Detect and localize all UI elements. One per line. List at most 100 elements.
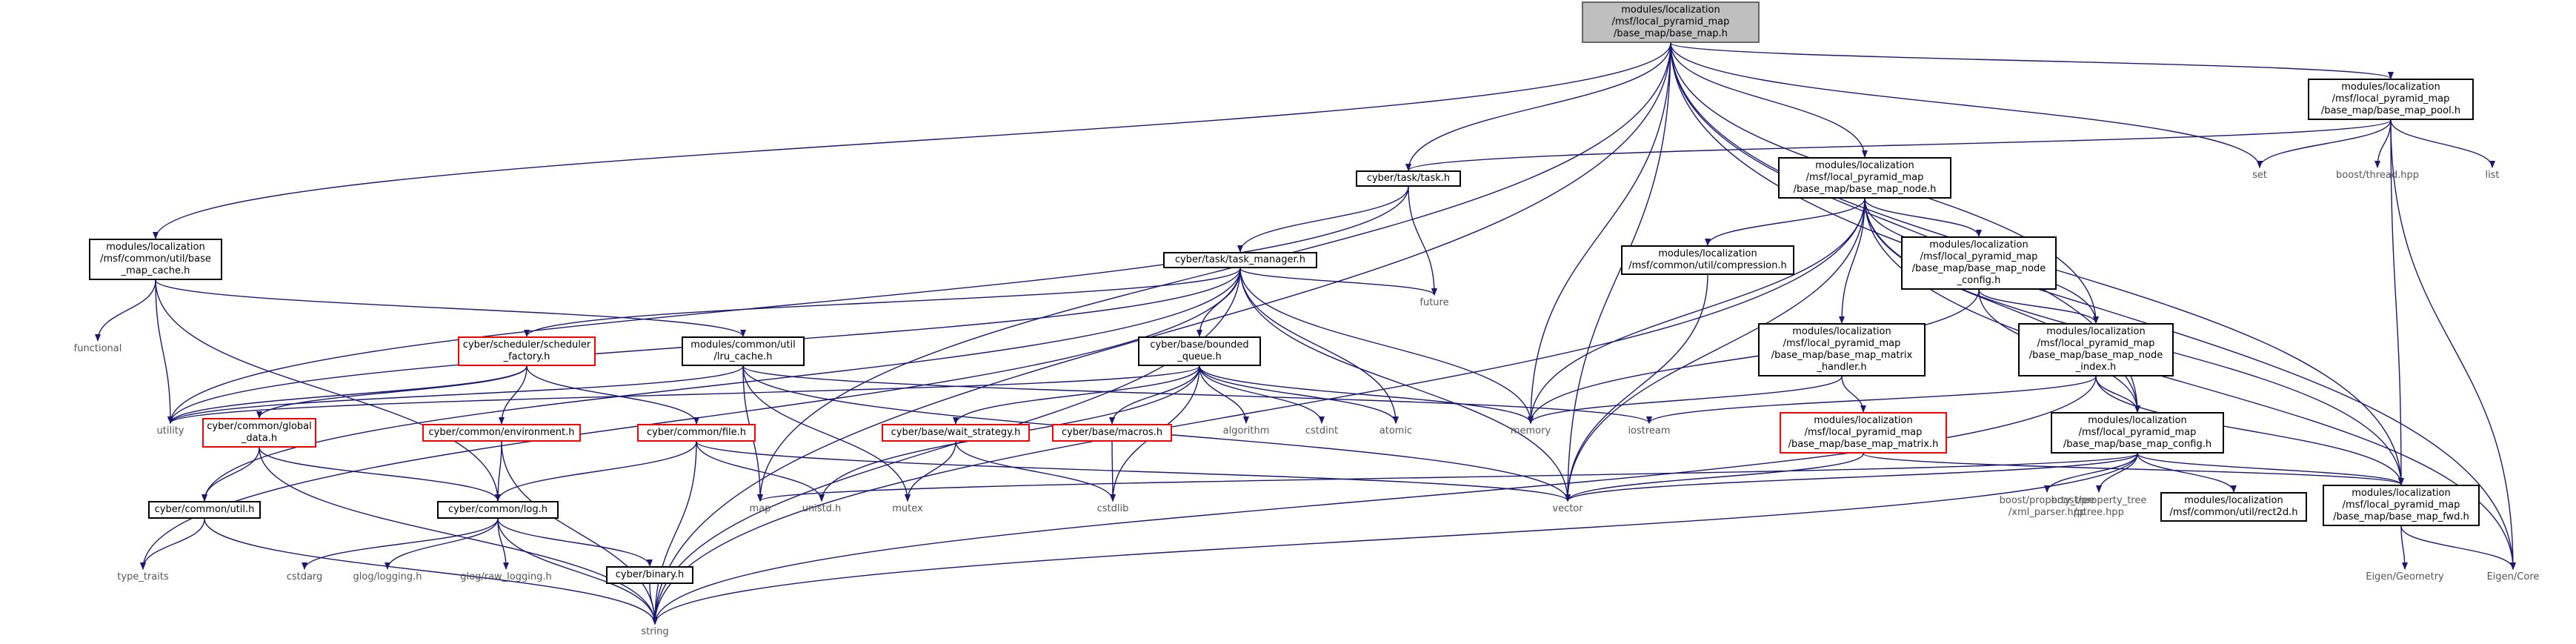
node-base-map-node-config-h[interactable]: modules/localization /msf/local_pyramid_…: [1901, 236, 2057, 290]
node-binary-h[interactable]: cyber/binary.h: [606, 566, 693, 584]
edge-bounded-to-algorithm: [1199, 365, 1249, 424]
node-label: cyber/common/log.h: [447, 504, 548, 515]
node-label: list: [2485, 170, 2500, 181]
node-label: modules/localization /msf/common/util/ba…: [100, 242, 211, 276]
edge-map_config-to-vector: [1565, 453, 2138, 502]
node-label: modules/localization /msf/local_pyramid_…: [1911, 239, 2046, 286]
node-macros-h[interactable]: cyber/base/macros.h: [1052, 424, 1172, 442]
edge-matrix-to-fwd: [1863, 453, 2404, 485]
node-base-map-fwd-h[interactable]: modules/localization /msf/local_pyramid_…: [2323, 485, 2480, 526]
node-map: map: [744, 501, 776, 517]
node-base-map-h[interactable]: modules/localization /msf/local_pyramid_…: [1582, 1, 1760, 43]
node-task-h[interactable]: cyber/task/task.h: [1356, 170, 1461, 187]
node-compression-h[interactable]: modules/localization /msf/common/util/co…: [1621, 245, 1794, 275]
node-base-map-matrix-h[interactable]: modules/localization /msf/local_pyramid_…: [1780, 412, 1947, 454]
edge-log-to-cstdarg: [302, 518, 499, 570]
edge-node_config-to-node_index: [1978, 289, 2099, 324]
node-label: vector: [1552, 503, 1583, 514]
edge-scheduler-to-global_data: [256, 365, 527, 419]
node-iostream: iostream: [1621, 423, 1677, 439]
edge-environment-to-string: [501, 441, 658, 625]
edge-pool-to-eigen_core: [2390, 119, 2516, 570]
node-glog-raw-logging: glog/raw_logging.h: [452, 569, 560, 585]
edge-scheduler-to-file: [526, 365, 699, 425]
node-mutex: mutex: [886, 501, 929, 517]
edge-root-to-eigen_core: [1670, 42, 2516, 570]
edge-map_config-to-map: [757, 453, 2138, 502]
node-label: modules/localization /msf/local_pyramid_…: [2063, 415, 2212, 450]
edge-node_index-to-iostream: [1646, 376, 2097, 424]
node-ptree: boost/property_tree /ptree.hpp: [2043, 492, 2154, 522]
node-label: cyber/task/task_manager.h: [1174, 254, 1306, 265]
edge-node-to-string: [652, 198, 1866, 625]
edge-task_manager-to-vector: [1239, 268, 1571, 502]
node-label: type_traits: [117, 571, 169, 582]
node-label: boost/thread.hpp: [2336, 170, 2419, 181]
edge-root-to-cache: [153, 42, 1671, 239]
edge-lru-to-utility: [167, 365, 744, 424]
edge-node-to-matrix_handler: [1839, 198, 1866, 324]
edge-matrix_handler-to-memory: [1528, 376, 1843, 424]
node-label: cyber/scheduler/scheduler _factory.h: [462, 339, 591, 362]
node-label: modules/localization /msf/local_pyramid_…: [2333, 488, 2469, 522]
edge-node-to-compression: [1705, 198, 1866, 246]
node-label: memory: [1510, 425, 1551, 436]
edge-pool-to-boost_thread: [2374, 119, 2392, 168]
edge-bounded-to-cstdint: [1199, 365, 1325, 424]
node-atomic: atomic: [1372, 423, 1420, 439]
node-label: cyber/task/task.h: [1366, 173, 1451, 184]
edge-task_manager-to-atomic: [1239, 268, 1399, 424]
edge-pool-to-task: [1405, 119, 2392, 171]
node-wait-strategy-h[interactable]: cyber/base/wait_strategy.h: [882, 424, 1030, 442]
edge-root-to-node: [1670, 42, 1868, 158]
node-base-map-matrix-handler-h[interactable]: modules/localization /msf/local_pyramid_…: [1758, 323, 1926, 376]
node-rect2d-h[interactable]: modules/localization /msf/common/util/re…: [2160, 492, 2307, 522]
node-boost-thread: boost/thread.hpp: [2334, 167, 2421, 184]
node-label: map: [749, 503, 771, 514]
edge-file-to-string: [652, 441, 697, 625]
edge-cache-to-functional: [95, 279, 156, 342]
node-scheduler-factory-h[interactable]: cyber/scheduler/scheduler _factory.h: [458, 336, 596, 366]
node-label: modules/localization /msf/common/util/co…: [1628, 248, 1787, 271]
edge-matrix_handler-to-matrix: [1841, 376, 1866, 413]
node-task-manager-h[interactable]: cyber/task/task_manager.h: [1163, 252, 1317, 268]
edge-task_manager-to-memory: [1239, 268, 1534, 424]
node-lru-cache-h[interactable]: modules/common/util /lru_cache.h: [682, 336, 805, 366]
edge-root-to-set: [1670, 42, 2263, 168]
node-memory: memory: [1504, 423, 1557, 439]
node-file-h[interactable]: cyber/common/file.h: [637, 424, 756, 442]
node-list: list: [2477, 167, 2507, 184]
edge-root-to-pool: [1670, 42, 2394, 79]
node-label: modules/common/util /lru_cache.h: [690, 339, 796, 362]
edge-util-to-type_traits: [140, 518, 205, 570]
node-base-map-node-h[interactable]: modules/localization /msf/local_pyramid_…: [1778, 157, 1951, 199]
node-log-h[interactable]: cyber/common/log.h: [437, 501, 559, 519]
node-base-map-config-h[interactable]: modules/localization /msf/local_pyramid_…: [2051, 412, 2224, 454]
node-base-map-cache-h[interactable]: modules/localization /msf/common/util/ba…: [89, 239, 222, 280]
node-label: future: [1420, 297, 1449, 308]
edge-binary-to-string: [649, 583, 658, 625]
edge-map_config-to-rect2d: [2137, 453, 2237, 493]
node-base-map-node-index-h[interactable]: modules/localization /msf/local_pyramid_…: [2018, 323, 2174, 376]
edge-global_data-to-util: [202, 447, 260, 502]
edge-root-to-memory: [1528, 42, 1671, 424]
node-future: future: [1411, 295, 1458, 311]
node-label: modules/localization /msf/local_pyramid_…: [1611, 4, 1730, 39]
node-label: cyber/common/file.h: [647, 427, 746, 438]
node-environment-h[interactable]: cyber/common/environment.h: [422, 424, 581, 442]
edge-global_data-to-log: [259, 447, 501, 502]
node-global-data-h[interactable]: cyber/common/global _data.h: [202, 418, 316, 448]
edge-bounded-to-atomic: [1199, 365, 1399, 424]
node-util-h[interactable]: cyber/common/util.h: [148, 501, 261, 519]
edge-map_config-to-fwd: [2137, 453, 2404, 485]
edge-fwd-to-eigen_geometry: [2400, 525, 2408, 570]
node-label: set: [2252, 170, 2267, 181]
node-label: cyber/common/global _data.h: [207, 421, 312, 444]
edge-bounded-to-memory: [1199, 365, 1534, 424]
edge-node-to-vector: [1565, 198, 1866, 502]
edge-util-to-string: [204, 518, 658, 625]
node-bounded-queue-h[interactable]: cyber/base/bounded _queue.h: [1138, 336, 1261, 366]
node-base-map-pool-h[interactable]: modules/localization /msf/local_pyramid_…: [2308, 79, 2474, 120]
edge-log-to-string: [497, 518, 658, 625]
